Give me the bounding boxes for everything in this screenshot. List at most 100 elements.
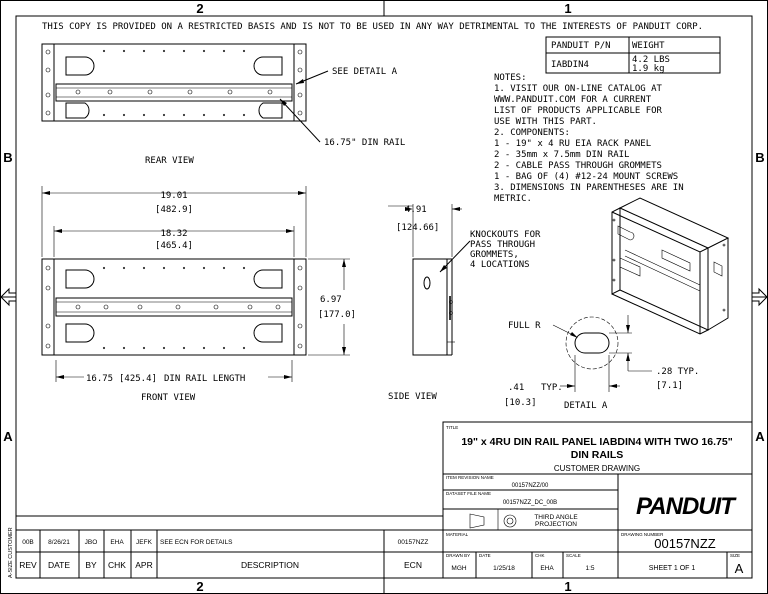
dim-height-inches: 6.97 — [320, 295, 342, 305]
dim-28-inches: .28 TYP. — [656, 367, 699, 377]
drawing-number-label: DRAWING NUMBER — [621, 532, 664, 537]
knockout-callout-line: KNOCKOUTS FOR — [470, 230, 541, 240]
rev-row-apr: JEFK — [136, 539, 153, 546]
revision-block-frame — [15, 515, 444, 579]
rev-row-ecn: 00157NZZ — [398, 539, 429, 546]
sheet-value: SHEET 1 OF 1 — [649, 565, 696, 572]
dim-rail-inches: 16.75 — [86, 374, 113, 384]
full-r-label: FULL R — [508, 321, 541, 331]
front-view-drawing — [41, 258, 307, 356]
dim-28-mm: [7.1] — [656, 381, 683, 391]
drawing-title-line1: 19" x 4RU DIN RAIL PANEL IABDIN4 WITH TW… — [461, 436, 732, 448]
rev-header-chk: CHK — [108, 560, 126, 570]
zone-right-b: B — [755, 150, 764, 165]
notes-list: 1. VISIT OUR ON-LINE CATALOG AT WWW.PAND… — [494, 84, 684, 204]
part-table-header-pn: PANDUIT P/N — [551, 41, 611, 51]
dataset-value: 00157NZZ_DC_00B — [503, 500, 557, 506]
date-value: 1/25/18 — [493, 565, 515, 572]
chk-value: EHA — [540, 565, 554, 572]
rev-row-description: SEE ECN FOR DETAILS — [160, 539, 233, 546]
din-rail-callout: 16.75" DIN RAIL — [324, 138, 405, 148]
rear-view-label: REAR VIEW — [145, 156, 194, 166]
notes-line: 2. COMPONENTS: — [494, 128, 570, 138]
knockout-callout-line: PASS THROUGH — [470, 240, 535, 250]
weight-kg-value: 1.9 kg — [632, 64, 665, 74]
rev-row-chk: EHA — [110, 539, 124, 546]
rev-header-date: DATE — [48, 560, 70, 570]
side-view-label: SIDE VIEW — [388, 392, 437, 402]
restriction-notice: THIS COPY IS PROVIDED ON A RESTRICTED BA… — [42, 22, 703, 32]
drawing-title-line2: DIN RAILS — [571, 449, 624, 461]
drawing-number-value: 00157NZZ — [654, 536, 715, 551]
notes-line: LIST OF PRODUCTS APPLICABLE FOR — [494, 106, 663, 116]
zone-top-2: 2 — [196, 1, 203, 16]
item-revision-label: ITEM REVISION NAME — [446, 475, 494, 480]
isometric-view — [611, 197, 730, 335]
front-view-label: FRONT VIEW — [141, 393, 196, 403]
dim-41-typ: TYP. — [541, 383, 563, 393]
knockout-callout-line: 4 LOCATIONS — [470, 260, 530, 270]
drawing-subtitle: CUSTOMER DRAWING — [554, 464, 640, 473]
notes-line: 2 - CABLE PASS THROUGH GROMMETS — [494, 161, 662, 171]
front-view-dimensions — [41, 186, 350, 382]
dataset-label: DATASET FILE NAME — [446, 491, 491, 496]
item-revision-value: 00157NZZ/00 — [512, 483, 549, 489]
notes-header: NOTES: — [494, 73, 527, 83]
size-label: SIZE — [730, 553, 740, 558]
dim-inner-mm: [465.4] — [155, 241, 193, 251]
dim-inner-inches: 18.32 — [160, 229, 187, 239]
notes-line: 2 - 35mm x 7.5mm DIN RAIL — [494, 150, 629, 160]
see-detail-a-callout: SEE DETAIL A — [332, 67, 398, 77]
projection-line2: PROJECTION — [535, 521, 577, 528]
notes-line: WWW.PANDUIT.COM FOR A CURRENT — [494, 95, 652, 105]
dim-overall-mm: [482.9] — [155, 205, 193, 215]
rev-row-date: 8/26/21 — [48, 539, 70, 546]
zone-bottom-2: 2 — [196, 579, 203, 594]
left-center-arrow — [0, 287, 17, 307]
scale-value: 1:5 — [585, 565, 594, 572]
rev-row-rev: 00B — [22, 539, 34, 546]
part-number-value: IABDIN4 — [551, 60, 589, 70]
rev-header-description: DESCRIPTION — [241, 560, 299, 570]
rev-header-apr: APR — [135, 560, 152, 570]
title-block-frame — [442, 421, 753, 579]
chk-label: CHK — [535, 553, 545, 558]
detail-a-drawing — [552, 315, 652, 392]
dim-depth-inches: 4.91 — [405, 205, 427, 215]
right-center-arrow — [751, 287, 768, 307]
dim-overall-inches: 19.01 — [160, 191, 187, 201]
rev-header-rev: REV — [19, 560, 37, 570]
notes-line: 1 - BAG OF (4) #12-24 MOUNT SCREWS — [494, 172, 678, 182]
rev-header-by: BY — [85, 560, 97, 570]
drawn-by-label: DRAWN BY — [446, 553, 470, 558]
dim-41-mm: [10.3] — [504, 398, 537, 408]
projection-line1: THIRD ANGLE — [534, 514, 578, 521]
zone-bottom-1: 1 — [564, 579, 571, 594]
panduit-logo: PANDUIT — [636, 493, 737, 520]
scale-label: SCALE — [566, 553, 581, 558]
part-table-header-weight: WEIGHT — [632, 41, 665, 51]
drawn-by-value: MGH — [451, 565, 466, 572]
notes-line: USE WITH THIS PART. — [494, 117, 597, 127]
notes-line: 1. VISIT OUR ON-LINE CATALOG AT — [494, 84, 663, 94]
title-field-label: TITLE — [446, 425, 458, 430]
rev-header-ecn: ECN — [404, 560, 422, 570]
rev-row-by: JBO — [85, 539, 98, 546]
dim-rail-label: DIN RAIL LENGTH — [164, 374, 245, 384]
side-view-drawing — [388, 204, 471, 356]
rear-view-drawing — [41, 43, 307, 122]
dim-rail-mm: [425.4] — [119, 374, 157, 384]
date-label: DATE — [479, 553, 491, 558]
dim-height-mm: [177.0] — [318, 310, 356, 320]
notes-line: 1 - 19" x 4 RU EIA RACK PANEL — [494, 139, 651, 149]
zone-top-1: 1 — [564, 1, 571, 16]
dim-depth-mm: [124.66] — [396, 223, 439, 233]
knockout-callout-line: GROMMETS, — [470, 250, 519, 260]
revision-side-label: A-SIZE CUSTOMER — [8, 527, 14, 578]
zone-right-a: A — [755, 429, 765, 444]
part-table — [545, 36, 721, 74]
dim-41-inches: .41 — [508, 383, 524, 393]
notes-line: 3. DIMENSIONS IN PARENTHESES ARE IN — [494, 183, 684, 193]
